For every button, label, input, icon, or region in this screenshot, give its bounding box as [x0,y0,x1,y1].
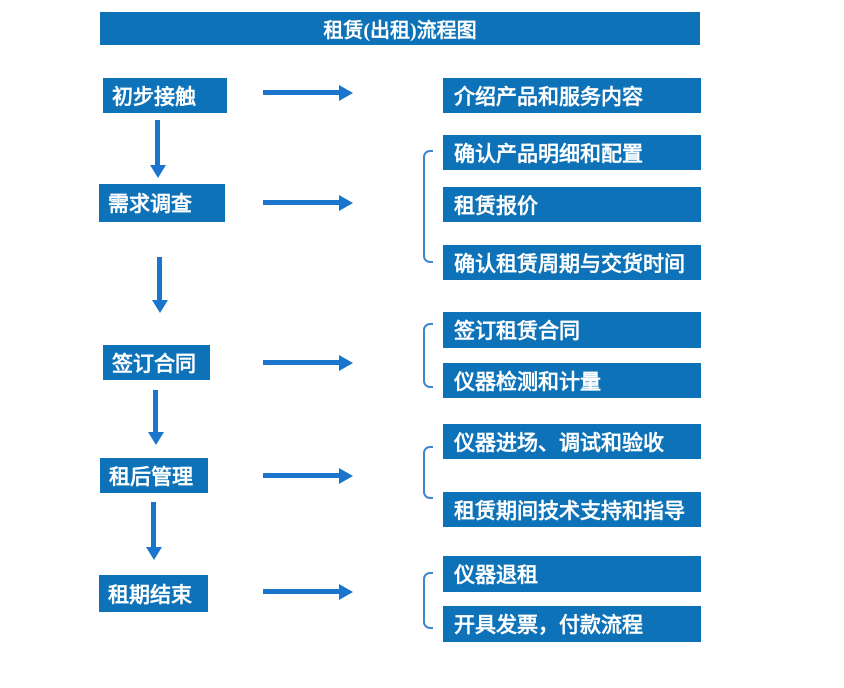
detail-box-confirm-details: 确认产品明细和配置 [443,135,701,170]
arrow-right-icon-2 [263,195,353,211]
arrow-down-icon-3 [148,390,164,445]
step-box-lease-end: 租期结束 [99,575,208,612]
arrow-right-icon-3 [263,355,353,371]
detail-box-instrument-entry: 仪器进场、调试和验收 [443,424,701,459]
arrow-down-icon-2 [152,257,168,313]
bracket-group-lease-end [423,572,433,629]
detail-box-tech-support: 租赁期间技术支持和指导 [443,492,701,527]
detail-box-sign-lease-contract: 签订租赁合同 [443,312,701,348]
bracket-group-post-rental [423,446,433,499]
bracket-group-demand-survey [423,150,433,263]
step-box-initial-contact: 初步接触 [103,78,227,113]
arrow-down-icon-4 [146,502,162,560]
detail-box-introduce-products: 介绍产品和服务内容 [443,78,701,113]
arrow-right-icon-4 [263,468,353,484]
arrow-down-icon-1 [150,120,166,178]
arrow-right-icon-5 [263,584,353,600]
arrow-right-icon-1 [263,85,353,101]
step-box-post-rental-mgmt: 租后管理 [100,458,208,493]
step-box-sign-contract: 签订合同 [103,345,210,380]
detail-box-invoice-payment: 开具发票，付款流程 [443,606,701,642]
flowchart-title: 租赁(出租)流程图 [100,12,700,45]
detail-box-instrument-testing: 仪器检测和计量 [443,363,701,398]
detail-box-confirm-period: 确认租赁周期与交货时间 [443,245,701,280]
step-box-demand-survey: 需求调查 [99,184,225,222]
detail-box-instrument-return: 仪器退租 [443,556,701,592]
detail-box-rental-quote: 租赁报价 [443,187,701,222]
bracket-group-sign-contract [423,323,433,388]
